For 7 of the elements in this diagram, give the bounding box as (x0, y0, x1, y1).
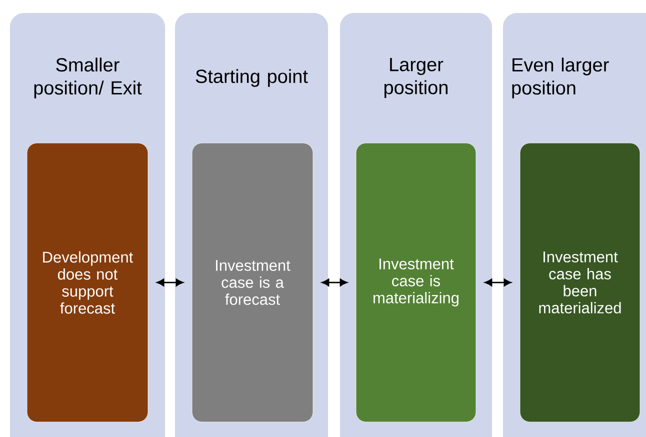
double-arrow (484, 278, 512, 286)
stage-box: Investment case is a forecast (192, 142, 314, 422)
stage-box: Investment case has been materialized (520, 142, 640, 422)
stage-box: Development does not support forecast (26, 142, 148, 422)
double-arrow (322, 278, 348, 286)
stage-box: Investment case is materializing (356, 142, 476, 422)
double-arrow (156, 278, 184, 286)
